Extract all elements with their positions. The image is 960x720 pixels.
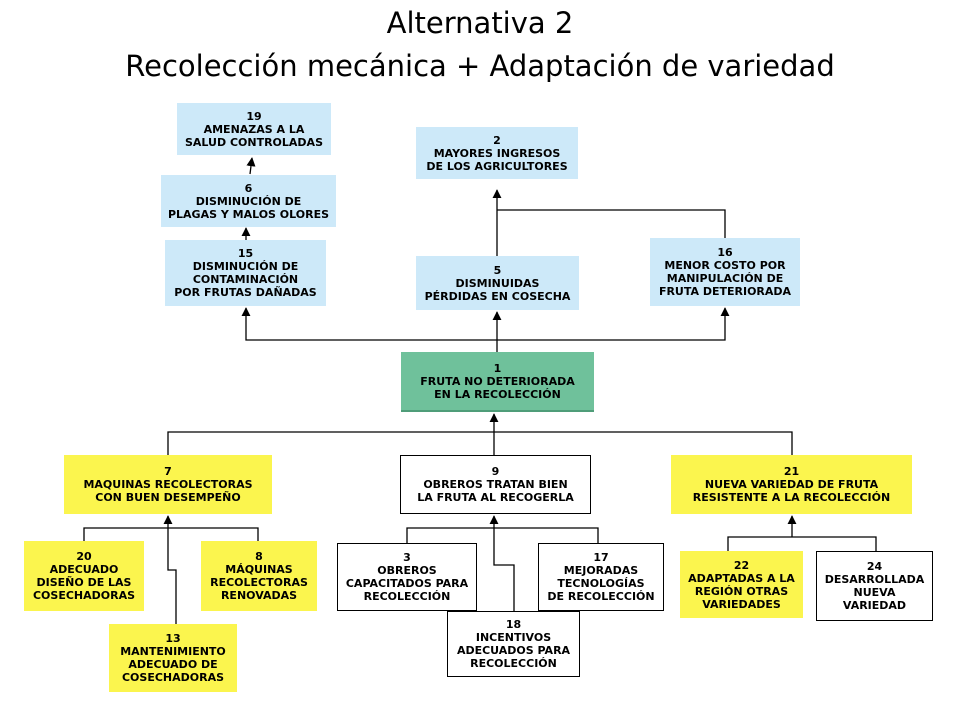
node-text-line: FRUTA NO DETERIORADA [420, 374, 575, 388]
node-text-line: MENOR COSTO POR [664, 259, 786, 272]
node-text-line: MAYORES INGRESOS [433, 146, 561, 160]
node-number: 15 [237, 247, 254, 260]
node-text-line: ADECUADO DE [128, 658, 218, 671]
node-text-line: DISEÑO DE LAS [36, 576, 132, 589]
node-5-disminuidas-perdidas: 5 DISMINUIDAS PÉRDIDAS EN COSECHA [416, 256, 579, 310]
node-text-line: VARIEDAD [842, 599, 907, 612]
node-number: 9 [491, 465, 500, 478]
node-text-line: REGIÓN OTRAS [694, 584, 789, 598]
node-number: 6 [244, 181, 253, 195]
node-21-nueva-variedad: 21 NUEVA VARIEDAD DE FRUTA RESISTENTE A … [671, 455, 912, 514]
node-text-line: CONTAMINACIÓN [192, 273, 299, 286]
node-text-line: DISMINUIDAS [455, 276, 540, 290]
node-text-line: ADAPTADAS A LA [688, 571, 795, 585]
node-text-line: DESARROLLADA [824, 573, 925, 586]
node-text-line: DE LOS AGRICULTORES [426, 159, 568, 173]
node-text-line: OBREROS [377, 564, 437, 577]
node-number: 22 [733, 558, 750, 572]
node-number: 7 [164, 465, 172, 478]
node-18-incentivos: 18 INCENTIVOS ADECUADOS PARA RECOLECCIÓN [447, 611, 580, 677]
node-text-line: INCENTIVOS [475, 631, 552, 644]
node-24-desarrollada-variedad: 24 DESARROLLADA NUEVA VARIEDAD [816, 551, 933, 621]
node-text-line: DISMINUCIÓN DE [192, 260, 299, 273]
node-text-line: RENOVADAS [220, 589, 298, 602]
node-number: 18 [505, 618, 522, 631]
diagram-title: Alternativa 2 [386, 6, 574, 40]
node-number: 24 [866, 560, 883, 573]
node-text-line: RECOLECCIÓN [470, 657, 557, 670]
node-text-line: MANTENIMIENTO [120, 645, 226, 658]
node-text-line: MANIPULACIÓN DE [666, 272, 784, 285]
node-7-maquinas-recolectoras: 7 MAQUINAS RECOLECTORAS CON BUEN DESEMPE… [64, 455, 272, 514]
node-text-line: PÉRDIDAS EN COSECHA [424, 289, 571, 303]
node-text-line: RECOLECTORAS [210, 576, 308, 589]
node-text-line: RECOLECCIÓN [363, 590, 451, 603]
node-number: 2 [493, 133, 501, 147]
node-text-line: ADECUADOS PARA [456, 644, 571, 657]
node-text-line: MAQUINAS RECOLECTORAS [83, 478, 253, 491]
node-20-adecuado-diseno: 20 ADECUADO DISEÑO DE LAS COSECHADORAS [24, 541, 144, 611]
node-number: 19 [246, 109, 262, 123]
node-text-line: SALUD CONTROLADAS [185, 135, 323, 149]
node-text-line: LA FRUTA AL RECOGERLA [417, 491, 574, 504]
node-text-line: EN LA RECOLECCIÓN [434, 387, 561, 401]
diagram-subtitle: Recolección mecánica + Adaptación de var… [125, 49, 835, 83]
node-text-line: AMENAZAS A LA [203, 122, 305, 136]
node-number: 8 [255, 550, 263, 563]
node-text-line: MEJORADAS [563, 564, 639, 577]
node-text-line: POR FRUTAS DAÑADAS [174, 286, 317, 299]
node-text-line: CAPACITADOS PARA [345, 577, 469, 590]
node-number: 1 [493, 361, 502, 375]
node-15-disminucion-contaminacion: 15 DISMINUCIÓN DE CONTAMINACIÓN POR FRUT… [165, 240, 326, 306]
node-text-line: VARIEDADES [702, 597, 781, 611]
node-text-line: ADECUADO [49, 563, 119, 576]
node-text-line: CON BUEN DESEMPEÑO [95, 491, 241, 504]
node-17-mejoradas-tecnologias: 17 MEJORADAS TECNOLOGÍAS DE RECOLECCIÓN [538, 543, 664, 611]
node-text-line: DISMINUCIÓN DE [195, 194, 302, 208]
node-text-line: FRUTA DETERIORADA [658, 285, 792, 298]
node-3-obreros-capacitados: 3 OBREROS CAPACITADOS PARA RECOLECCIÓN [337, 543, 477, 611]
node-text-line: RESISTENTE A LA RECOLECCIÓN [692, 491, 891, 504]
node-number: 16 [717, 246, 733, 259]
node-number: 20 [76, 550, 92, 563]
node-number: 21 [783, 465, 800, 478]
node-2-mayores-ingresos: 2 MAYORES INGRESOS DE LOS AGRICULTORES [416, 127, 578, 179]
node-16-menor-costo: 16 MENOR COSTO POR MANIPULACIÓN DE FRUTA… [650, 238, 800, 306]
node-text-line: MÁQUINAS [225, 563, 293, 576]
node-9-obreros-tratan-bien: 9 OBREROS TRATAN BIEN LA FRUTA AL RECOGE… [400, 455, 591, 514]
node-1-fruta-no-deteriorada: 1 FRUTA NO DETERIORADA EN LA RECOLECCIÓN [401, 352, 594, 410]
node-22-adaptadas-region: 22 ADAPTADAS A LA REGIÓN OTRAS VARIEDADE… [680, 551, 803, 618]
node-number: 13 [165, 632, 181, 645]
node-text-line: COSECHADORAS [32, 589, 136, 602]
node-19-amenazas-salud: 19 AMENAZAS A LA SALUD CONTROLADAS [177, 103, 331, 155]
node-text-line: OBREROS TRATAN BIEN [423, 478, 568, 491]
node-6-disminucion-plagas: 6 DISMINUCIÓN DE PLAGAS Y MALOS OLORES [161, 175, 336, 227]
node-13-mantenimiento: 13 MANTENIMIENTO ADECUADO DE COSECHADORA… [109, 624, 237, 692]
node-text-line: NUEVA VARIEDAD DE FRUTA [704, 478, 879, 491]
node-text-line: NUEVA [853, 586, 896, 599]
node-text-line: TECNOLOGÍAS [557, 577, 645, 590]
node-8-maquinas-renovadas: 8 MÁQUINAS RECOLECTORAS RENOVADAS [201, 541, 317, 611]
node-number: 3 [403, 551, 411, 564]
node-text-line: DE RECOLECCIÓN [547, 590, 655, 603]
node-text-line: PLAGAS Y MALOS OLORES [167, 207, 330, 221]
node-number: 5 [493, 263, 502, 277]
node-number: 17 [593, 551, 609, 564]
node-text-line: COSECHADORAS [121, 671, 225, 684]
